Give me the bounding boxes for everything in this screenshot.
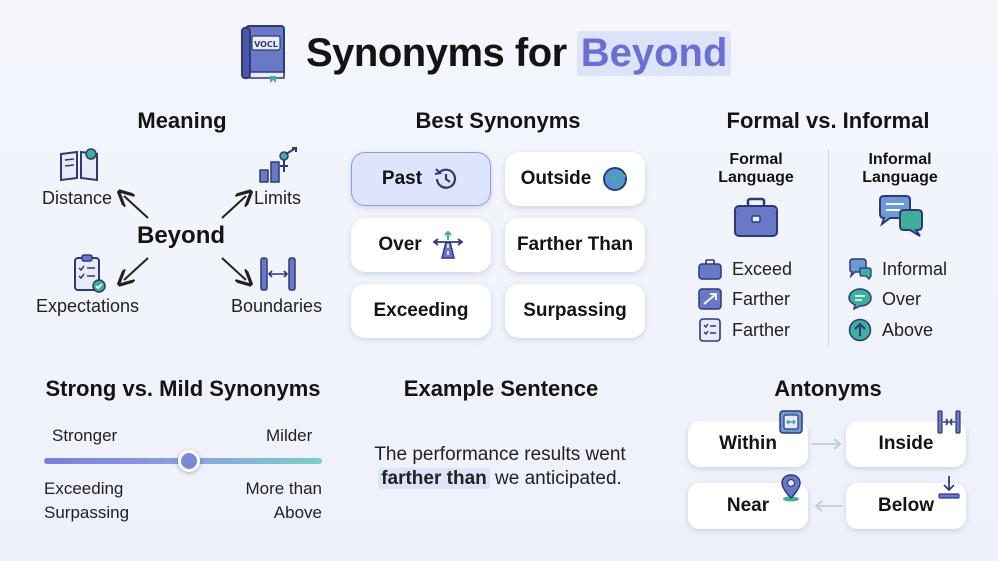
expand-arrows-icon [698,288,722,310]
column-divider [828,150,829,346]
globe-icon [603,167,628,191]
formal-list-item: Exceed [698,258,792,280]
arrow-to-boundaries [221,257,246,280]
arrow-to-expectations [124,257,149,280]
meaning-arrows [0,0,340,340]
strength-section-title: Strong vs. Mild Synonyms [45,376,321,401]
antonym-card-within[interactable]: Within [688,421,808,467]
informal-list-item: Above [848,318,933,342]
chat-bubbles-icon [879,195,923,237]
speech-bubble-icon [848,288,872,310]
meaning-item-expectations: Expectations [36,296,140,316]
antonym-card-inside[interactable]: Inside [846,421,966,467]
arrow-to-distance [124,196,149,219]
meaning-item-limits: Limits [254,188,302,208]
briefcase-icon [734,197,778,237]
meaning-section-title: Meaning [137,108,227,133]
chat-small-icon [849,258,872,280]
best-synonyms-section-title: Best Synonyms [415,108,581,133]
slider-label-stronger: Stronger [52,426,118,445]
informal-list-item: Informal [848,258,947,280]
example-sentence-line-2: farther than we anticipated. [330,468,670,490]
example-highlight: farther than [378,468,490,489]
example-section-title: Example Sentence [403,376,599,401]
mild-word: Above [273,503,322,522]
vocabulary-book-icon: VOCL [241,25,285,83]
formal-informal-section-title: Formal vs. Informal [726,108,930,133]
framed-arrows-icon [779,410,803,434]
meaning-item-boundaries: Boundaries [231,296,323,316]
strong-word: Surpassing [44,503,130,522]
climbing-progress-icon [259,147,297,183]
formal-list-item: Farther [698,288,790,310]
synonym-card-surpassing[interactable]: Surpassing [505,284,645,338]
svg-text:VOCL: VOCL [254,40,278,49]
open-map-book-icon [60,148,98,182]
page-title: Synonyms for [306,30,567,75]
synonym-card-farther-than[interactable]: Farther Than [505,218,645,272]
informal-column-header: Informal Language [862,151,938,186]
page-title-accent: Beyond [576,30,732,76]
list-document-icon [699,318,721,342]
meaning-item-distance: Distance [42,188,113,208]
inward-arrows-icon [937,410,961,434]
synonym-card-label: Over [378,234,422,255]
briefcase-small-icon [698,259,722,280]
example-sentence-line-1: The performance results went [374,444,626,465]
synonym-card-label: Outside [520,168,592,189]
history-clock-icon [434,168,457,189]
road-overpass-icon [432,230,464,259]
informal-list-item: Over [848,288,921,310]
antonyms-section-title: Antonyms [774,376,882,401]
synonym-card-label: Exceeding [373,300,469,321]
synonym-card-outside[interactable]: Outside [505,152,645,206]
antonym-connectors [812,438,842,512]
strength-slider-thumb[interactable] [177,450,200,472]
synonym-card-past[interactable]: Past [351,152,491,206]
antonym-card-below[interactable]: Below [846,483,966,529]
arrow-down-to-line-icon [938,476,960,499]
synonym-card-label: Farther Than [516,234,634,255]
boundary-lines-icon [260,257,296,291]
mild-word: More than [245,479,322,498]
formal-column-header: Formal Language [718,151,794,186]
formal-list-item: Farther [698,318,790,342]
page-header: VOCL Synonyms for Beyond [240,20,732,86]
example-sentence-rest: we anticipated. [489,468,622,489]
checklist-clipboard-icon [74,254,106,293]
arrow-to-limits [221,196,246,219]
location-pin-icon [781,474,801,502]
synonym-card-label: Past [381,168,423,189]
slider-label-milder: Milder [266,426,313,445]
synonym-card-exceeding[interactable]: Exceeding [351,284,491,338]
strong-word: Exceeding [44,479,124,498]
arrow-up-circle-icon [848,318,872,342]
synonym-card-label: Surpassing [523,300,627,321]
synonym-card-over[interactable]: Over [351,218,491,272]
meaning-center-word: Beyond [137,222,226,249]
